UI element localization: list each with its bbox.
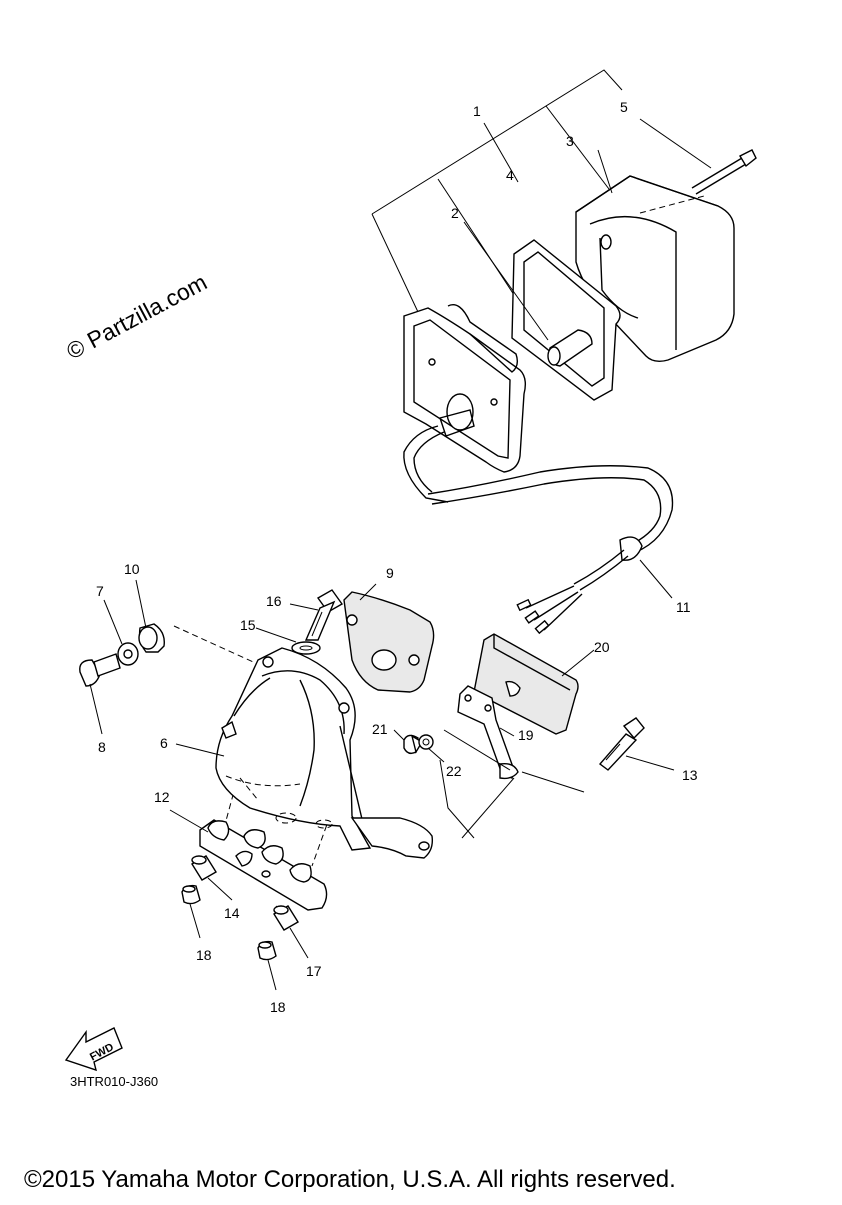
tail-cover (215, 647, 434, 859)
callout-18-left: 18 (196, 947, 212, 963)
fwd-arrow-icon: FWD (64, 1027, 123, 1072)
callout-22: 22 (446, 763, 462, 779)
drawing-code: 3HTR010-J360 (70, 1074, 158, 1089)
nut-18-right (257, 940, 277, 961)
callout-7: 7 (96, 583, 104, 599)
callout-16: 16 (266, 593, 282, 609)
callout-10: 10 (124, 561, 140, 577)
washer-15 (291, 641, 321, 655)
shoulder-bolt (79, 653, 121, 687)
license-light (199, 819, 328, 911)
bolt-21 (403, 734, 423, 755)
callout-5: 5 (620, 99, 628, 115)
mounting-plate (343, 591, 435, 693)
washer-and-collar (117, 623, 165, 666)
callout-leaders (89, 149, 675, 991)
callout-8: 8 (98, 739, 106, 755)
callout-9: 9 (386, 565, 394, 581)
callout-4: 4 (506, 167, 514, 183)
callout-2: 2 (451, 205, 459, 221)
bulb (547, 329, 593, 367)
callout-21: 21 (372, 721, 388, 737)
callout-15: 15 (240, 617, 256, 633)
spacer-14 (191, 855, 217, 881)
long-screw (691, 149, 757, 195)
washer-22 (418, 734, 434, 750)
reflector (473, 633, 579, 735)
light-base-plate (403, 304, 527, 473)
callout-18-right: 18 (270, 999, 286, 1015)
callout-3: 3 (566, 133, 574, 149)
lens-gasket (511, 239, 621, 401)
watermark: © Partzilla.com (62, 269, 211, 365)
callout-6: 6 (160, 735, 168, 751)
callout-19: 19 (518, 727, 534, 743)
spacer-17 (273, 905, 299, 931)
wire-harness (403, 425, 674, 635)
callout-20: 20 (594, 639, 610, 655)
callout-13: 13 (682, 767, 698, 783)
callout-11: 11 (676, 599, 691, 615)
bolt-13 (598, 717, 645, 771)
callout-numbers: 1 2 3 4 5 6 7 8 9 10 11 12 13 14 15 16 1… (96, 99, 698, 1015)
callout-14: 14 (224, 905, 240, 921)
callout-12: 12 (154, 789, 170, 805)
nut-18-left (181, 884, 201, 905)
bolt-16 (304, 589, 344, 641)
reflector-bracket (439, 680, 585, 839)
copyright: ©2015 Yamaha Motor Corporation, U.S.A. A… (24, 1166, 676, 1193)
callout-1: 1 (473, 103, 481, 119)
callout-17: 17 (306, 963, 322, 979)
